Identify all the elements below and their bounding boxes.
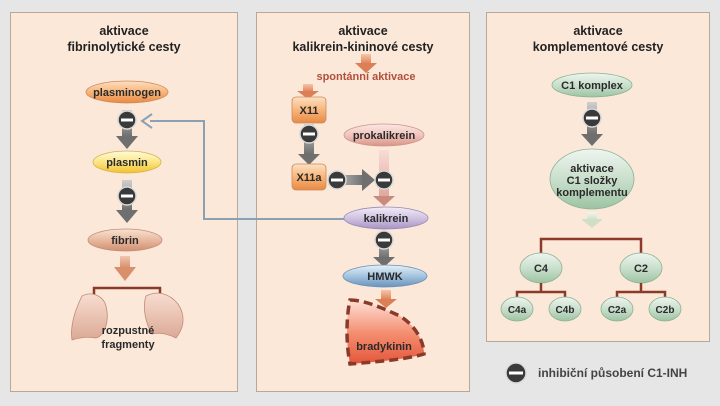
- node-plasminogen: plasminogen: [85, 80, 169, 104]
- svg-text:X11a: X11a: [296, 172, 322, 184]
- svg-text:fragmenty: fragmenty: [101, 339, 155, 351]
- panel-kallikrein: aktivace kalikrein-kininové cesty: [256, 12, 470, 392]
- svg-text:komplementu: komplementu: [556, 187, 628, 199]
- node-fragments: rozpustné fragmenty: [101, 325, 155, 351]
- svg-text:C4a: C4a: [508, 305, 527, 316]
- panel-title-kallikrein: aktivace kalikrein-kininové cesty: [257, 23, 469, 55]
- title-line2: kalikrein-kininové cesty: [292, 40, 434, 54]
- svg-text:plasmin: plasmin: [106, 157, 148, 169]
- svg-text:bradykinin: bradykinin: [356, 341, 412, 353]
- title-line2: komplementové cesty: [532, 40, 664, 54]
- node-bradykinin: bradykinin: [345, 298, 426, 366]
- node-x11: X11: [291, 96, 327, 124]
- svg-text:C1 složky: C1 složky: [567, 175, 619, 187]
- node-c2a: C2a: [600, 296, 634, 322]
- svg-text:C1 komplex: C1 komplex: [561, 80, 624, 92]
- svg-text:plasminogen: plasminogen: [93, 87, 161, 99]
- node-hmwk: HMWK: [342, 264, 428, 288]
- title-line2: fibrinolytické cesty: [67, 40, 181, 54]
- bracket: [539, 237, 643, 256]
- panel-title-fibrinolytic: aktivace fibrinolytické cesty: [11, 23, 237, 55]
- svg-text:C2a: C2a: [608, 305, 627, 316]
- title-line1: aktivace: [99, 24, 149, 38]
- title-line1: aktivace: [573, 24, 623, 38]
- inhibitor-icon: [582, 108, 602, 128]
- panel-title-complement: aktivace komplementové cesty: [487, 23, 709, 55]
- node-kallikrein: kalikrein: [343, 206, 429, 230]
- node-c4: C4: [519, 252, 563, 284]
- title-line1: aktivace: [338, 24, 388, 38]
- fragment-left: [71, 293, 108, 341]
- inhibitor-icon: [374, 170, 394, 190]
- arrow-down: [297, 84, 319, 99]
- node-c2: C2: [619, 252, 663, 284]
- inhibitor-icon: [299, 124, 319, 144]
- svg-text:HMWK: HMWK: [367, 271, 402, 283]
- fragment-right: [144, 292, 184, 339]
- svg-text:rozpustné: rozpustné: [102, 325, 155, 337]
- inhibitor-icon: [374, 230, 394, 250]
- node-c4b: C4b: [548, 296, 582, 322]
- svg-text:aktivace: aktivace: [570, 163, 613, 175]
- arrow-down: [581, 212, 603, 228]
- svg-text:X11: X11: [300, 105, 319, 117]
- svg-text:C2: C2: [634, 263, 648, 275]
- svg-text:fibrin: fibrin: [111, 235, 139, 247]
- legend-label: inhibiční působení C1-INH: [538, 366, 688, 380]
- svg-text:prokalikrein: prokalikrein: [353, 130, 416, 142]
- svg-text:C2b: C2b: [656, 305, 675, 316]
- node-c1-complex: C1 komplex: [551, 72, 633, 98]
- inhibitor-icon: [117, 110, 137, 130]
- svg-text:C4b: C4b: [556, 305, 575, 316]
- node-c2b: C2b: [648, 296, 682, 322]
- svg-text:C4: C4: [534, 263, 549, 275]
- inhibitor-icon: [117, 186, 137, 206]
- arrow-down: [114, 256, 136, 281]
- svg-text:kalikrein: kalikrein: [364, 213, 409, 225]
- node-activation-c1: aktivace C1 složky komplementu: [549, 148, 635, 210]
- node-x11a: X11a: [291, 163, 327, 191]
- node-fibrin: fibrin: [87, 228, 163, 252]
- node-prekallikrein: prokalikrein: [343, 123, 425, 147]
- inhibitor-icon: [327, 170, 347, 190]
- spontaneous-label: spontánní aktivace: [316, 71, 415, 83]
- feedback-arrow: [140, 113, 344, 220]
- node-c4a: C4a: [500, 296, 534, 322]
- arrow-down: [375, 290, 397, 308]
- arrow-spontaneous: [355, 54, 377, 73]
- legend-inhibitor-icon: [505, 362, 527, 384]
- node-plasmin: plasmin: [92, 150, 162, 174]
